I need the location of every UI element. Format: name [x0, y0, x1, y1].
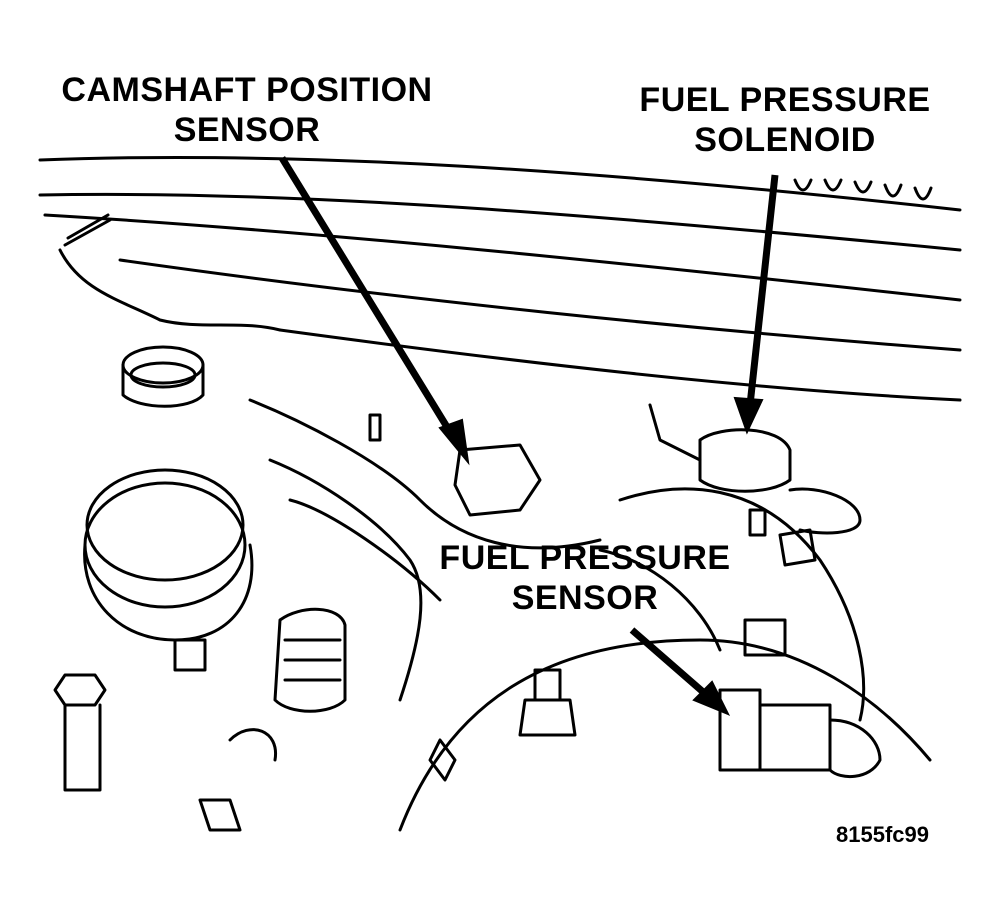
- solenoid-arrowhead: [733, 396, 764, 435]
- fuel-rail: [618, 487, 866, 722]
- fuel-sensor-arrowhead: [692, 680, 731, 716]
- valve-cover-edge: [38, 192, 962, 252]
- fuel-pressure-solenoid-label: FUEL PRESSURE SOLENOID: [620, 80, 950, 160]
- oil-filler-cap: [121, 345, 205, 385]
- figure-reference-code: 8155fc99: [836, 822, 929, 847]
- stud: [533, 668, 562, 702]
- camshaft-label-line1: CAMSHAFT POSITION: [61, 71, 433, 109]
- hose: [268, 458, 423, 702]
- valve-cover-edge: [38, 155, 962, 212]
- camshaft-label-line2: SENSOR: [173, 111, 321, 149]
- camshaft-arrowhead: [438, 418, 470, 466]
- solenoid-label-line1: FUEL PRESSURE: [639, 81, 931, 119]
- fuel-pressure-sensor-label: FUEL PRESSURE SENSOR: [425, 538, 745, 618]
- fuel-sensor-label-line2: SENSOR: [511, 579, 659, 617]
- bracket: [58, 248, 282, 332]
- valve-cover-edge: [118, 258, 962, 352]
- hose: [288, 498, 442, 602]
- camshaft-sensor-label: CAMSHAFT POSITION SENSOR: [52, 70, 442, 150]
- lower-housing: [398, 638, 932, 832]
- fin-detail: [793, 178, 933, 201]
- camshaft-sensor-connector: [453, 443, 542, 517]
- fuel-injector: [273, 607, 347, 713]
- stud: [63, 213, 112, 247]
- solenoid-leader: [746, 174, 779, 406]
- camshaft-leader: [279, 156, 458, 442]
- fuel-pressure-solenoid: [698, 428, 792, 493]
- hose: [248, 398, 602, 550]
- fuel-sensor-leader: [629, 627, 713, 701]
- reservoir-cap: [83, 481, 247, 609]
- intake-edge: [278, 328, 962, 402]
- fuel-sensor-label-line1: FUEL PRESSURE: [439, 539, 731, 577]
- hex-nut: [53, 673, 107, 707]
- valve-cover-edge: [43, 213, 962, 302]
- fuel-pressure-sensor: [718, 688, 762, 772]
- solenoid-label-line2: SOLENOID: [694, 121, 876, 159]
